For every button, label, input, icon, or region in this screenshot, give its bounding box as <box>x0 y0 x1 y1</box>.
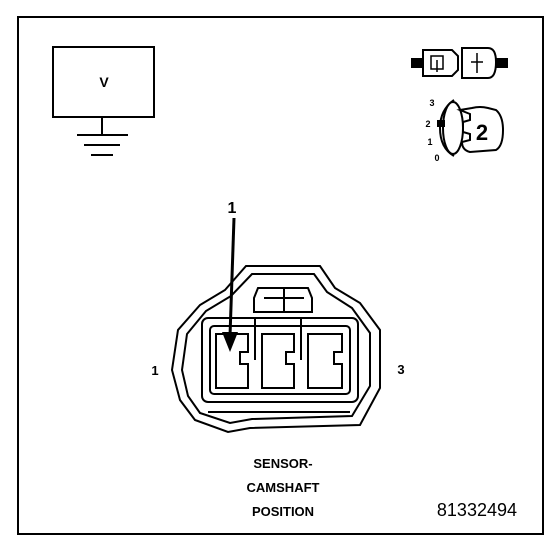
dial-tick-3: 3 <box>429 98 434 108</box>
caption-line-1: SENSOR- <box>253 456 312 471</box>
figure-id: 81332494 <box>437 500 517 520</box>
caption-line-2: CAMSHAFT <box>247 480 320 495</box>
dial-tick-0: 0 <box>434 153 439 163</box>
voltmeter-label: V <box>99 74 109 90</box>
callout-arrow-icon <box>222 217 238 352</box>
pin-label-left: 1 <box>151 363 158 378</box>
frame-border <box>17 16 544 535</box>
connector-probe-icon <box>411 47 508 79</box>
ground-symbol-icon <box>77 134 128 156</box>
dial-tick-1: 1 <box>427 137 432 147</box>
caption-line-3: POSITION <box>252 504 314 519</box>
connector-face <box>170 265 381 434</box>
voltmeter-icon: V <box>52 46 155 156</box>
pin-label-right: 3 <box>397 362 404 377</box>
callout-number: 1 <box>228 200 237 217</box>
dial-tick-2: 2 <box>425 119 430 129</box>
range-dial-icon: 3 2 1 0 2 <box>425 98 505 163</box>
dial-range-number: 2 <box>476 120 488 145</box>
